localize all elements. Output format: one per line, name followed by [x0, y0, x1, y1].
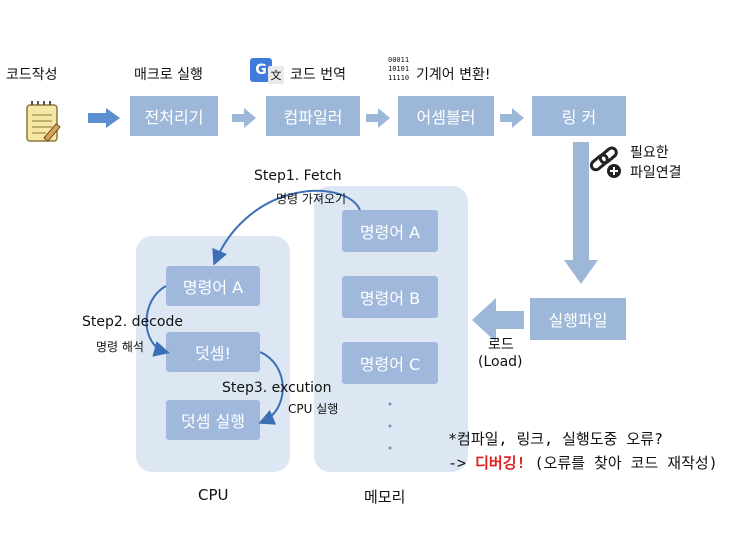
notepad-icon	[26, 101, 61, 142]
translate-label: 코드 번역	[290, 67, 346, 83]
binary-line: 11110	[388, 74, 410, 82]
binary-icon: 00011 10101 11110	[388, 56, 414, 83]
arrow-right-icon	[232, 108, 256, 128]
stage-linker-label: 링 커	[561, 108, 597, 127]
memory-instruction-c-label: 명령어 C	[359, 355, 421, 374]
translate-glyph-icon: 文	[268, 66, 284, 84]
translate-icon-letter: G	[255, 62, 267, 78]
link-note-line2: 파일연결	[630, 165, 682, 181]
write-code-label: 코드작성	[6, 67, 58, 83]
step3-label: Step3. excution	[222, 380, 332, 396]
step1-label: Step1. Fetch	[254, 168, 342, 184]
memory-title: 메모리	[364, 488, 406, 506]
cpu-title: CPU	[198, 486, 229, 504]
debug-highlight: 디버깅!	[475, 454, 526, 472]
arrow-left-icon	[472, 298, 524, 342]
memory-instruction-c: 명령어 C	[342, 342, 438, 384]
binary-line: 10101	[388, 65, 410, 73]
stage-linker: 링 커	[532, 96, 626, 136]
exec-arrow	[258, 351, 284, 425]
binary-line: 00011	[388, 56, 410, 64]
memory-instruction-a-label: 명령어 A	[359, 223, 421, 242]
memory-instruction-b-label: 명령어 B	[359, 289, 421, 308]
load-label-en: (Load)	[478, 354, 523, 370]
arrow-right-icon	[500, 108, 524, 128]
memory-instruction-b: 명령어 B	[342, 276, 438, 318]
step2-label: Step2. decode	[82, 314, 183, 330]
error-note: *컴파일, 링크, 실행도중 오류?	[448, 430, 664, 448]
cpu-instruction-a: 명령어 A	[166, 266, 260, 306]
decode-arrow	[145, 285, 170, 357]
step3-sub: CPU 실행	[288, 402, 339, 416]
macro-label: 매크로 실행	[134, 67, 203, 83]
cpu-instruction-a-label: 명령어 A	[182, 278, 244, 297]
arrow-right-icon	[88, 108, 120, 128]
cpu-add: 덧셈!	[166, 332, 260, 372]
load-label: 로드	[488, 337, 514, 353]
stage-assembler: 어셈블러	[398, 96, 494, 136]
arrow-right-icon	[366, 108, 390, 128]
link-icon	[589, 146, 621, 178]
debug-note-rest: (오류를 찾아 코드 재작성)	[525, 454, 718, 472]
stage-compiler-label: 컴파일러	[283, 108, 343, 127]
link-note-line1: 필요한	[630, 145, 669, 161]
stage-compiler: 컴파일러	[266, 96, 360, 136]
stage-assembler-label: 어셈블러	[416, 108, 476, 127]
debug-note: -> 디버깅! (오류를 찾아 코드 재작성)	[448, 452, 718, 473]
machine-label: 기계어 변환!	[416, 67, 491, 83]
debug-note-prefix: ->	[448, 454, 476, 472]
stage-executable-label: 실행파일	[548, 311, 608, 330]
cpu-add-exec: 덧셈 실행	[166, 400, 260, 440]
translate-icon: G	[250, 58, 272, 82]
step2-sub: 명령 해석	[96, 340, 144, 354]
arrow-down-icon	[564, 142, 598, 284]
memory-instruction-a: 명령어 A	[342, 210, 438, 252]
cpu-add-label: 덧셈!	[195, 344, 231, 363]
ellipsis-dots	[388, 402, 392, 450]
stage-executable: 실행파일	[530, 298, 626, 340]
cpu-add-exec-label: 덧셈 실행	[181, 412, 245, 431]
stage-preprocessor: 전처리기	[130, 96, 218, 136]
fetch-arrow	[212, 189, 361, 266]
stage-preprocessor-label: 전처리기	[144, 108, 204, 127]
step1-sub: 명령 가져오기	[276, 192, 347, 206]
